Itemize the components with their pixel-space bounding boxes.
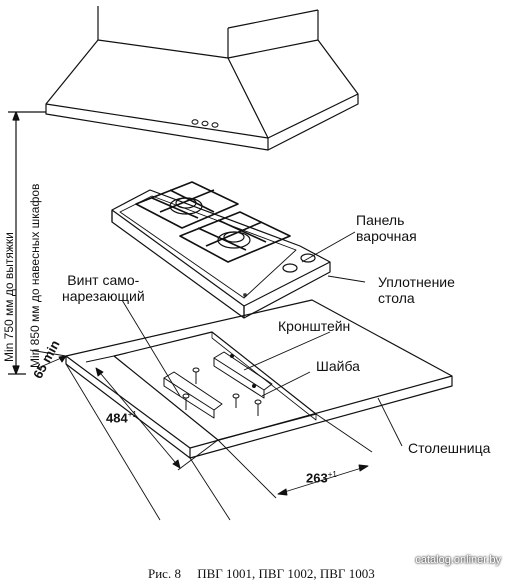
label-countertop: Столешница [408, 440, 491, 456]
leader-lines [121, 231, 403, 447]
hob-seal-strip [243, 293, 247, 297]
gas-hob [111, 181, 331, 319]
mounting-hardware [163, 351, 273, 419]
label-screw: Винт само- нарезающий [62, 272, 145, 304]
label-bracket: Кронштейн [278, 318, 351, 334]
burner-front [217, 231, 251, 249]
label-seal: Уплотнение стола [378, 274, 455, 306]
figure-caption: Рис. 8 ПВГ 1001, ПВГ 1002, ПВГ 1003 [148, 566, 375, 581]
dimension-lines [29, 349, 373, 521]
vertical-cabinets-dimension: Min 850 мм до навесных шкафов [28, 183, 42, 368]
label-panel: Панель варочная [356, 212, 417, 244]
dimension-width: 263+1 [306, 470, 337, 486]
vertical-hood-dimension: Min 750 мм до вытяжки [2, 232, 16, 362]
vertical-dimension-line [8, 111, 46, 375]
grate-rear [135, 181, 239, 229]
watermark: catalog.onliner.by [415, 554, 501, 566]
dimension-depth: 484+1 [106, 410, 137, 426]
countertop [65, 299, 453, 459]
range-hood [45, 6, 359, 151]
grate-front [179, 211, 291, 263]
label-washer: Шайба [316, 358, 360, 374]
burner-rear [169, 197, 203, 215]
hood-buttons [191, 119, 219, 128]
hob-knobs [282, 253, 316, 273]
